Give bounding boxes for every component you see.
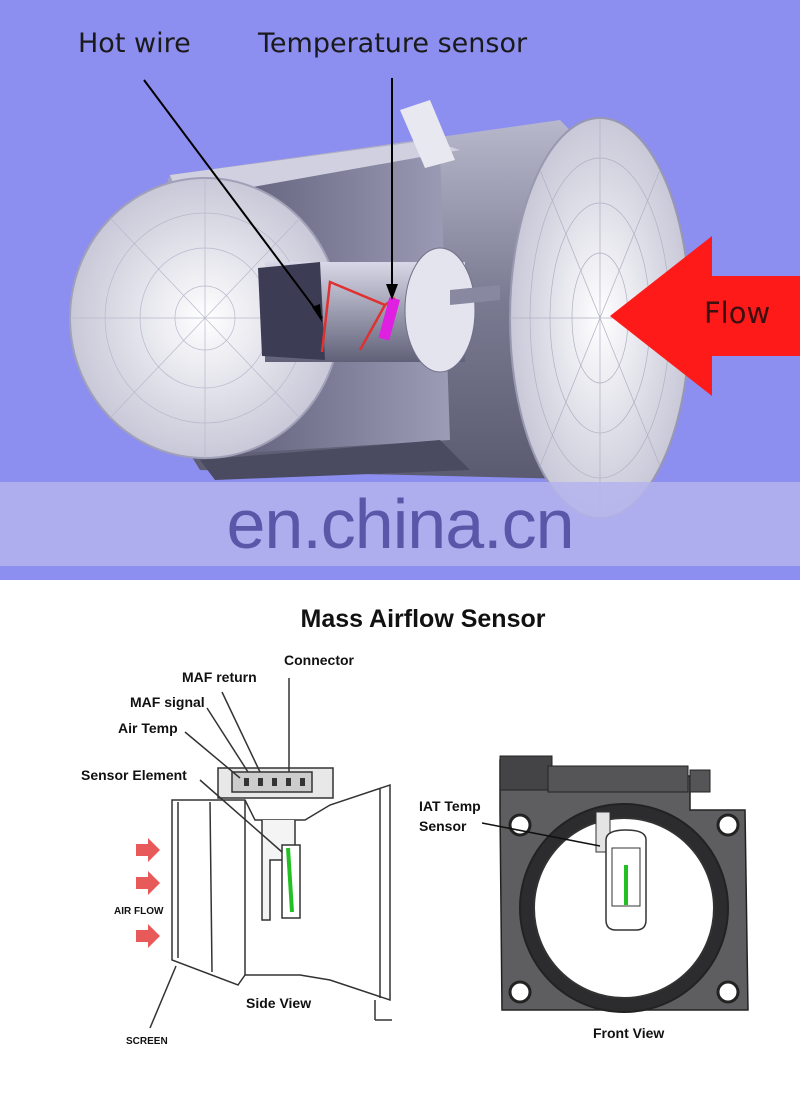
connector-label: Connector [284, 652, 354, 668]
maf-cutaway-illustration: Hot wire Temperature sensor Flow en.chin… [0, 0, 800, 580]
screen-label: SCREEN [126, 1036, 168, 1047]
watermark-text: en.china.cn [226, 485, 574, 563]
air-temp-label: Air Temp [118, 720, 178, 736]
side-view-drawing [149, 678, 392, 1029]
sensor-element-label: Sensor Element [81, 767, 187, 783]
diagram-title: Mass Airflow Sensor [300, 605, 546, 633]
iat-sensor-label: Sensor [419, 818, 467, 834]
hot-wire-leader [143, 79, 323, 319]
flow-label: Flow [704, 296, 771, 330]
maf-line-drawing [136, 678, 749, 1029]
maf-return-label: MAF return [182, 669, 257, 685]
airflow-arrows [136, 838, 160, 948]
watermark-band [0, 482, 800, 566]
maf-signal-label: MAF signal [130, 694, 205, 710]
sensor-bypass-tube [258, 247, 500, 373]
side-view-caption: Side View [246, 995, 312, 1011]
hot-wire-label: Hot wire [78, 28, 191, 59]
temperature-sensor-label: Temperature sensor [258, 28, 528, 59]
front-view-drawing [481, 755, 749, 1013]
maf-cutaway-drawing [0, 0, 800, 580]
hot-wire-arrowhead [312, 304, 322, 322]
iat-temp-label: IAT Temp [419, 798, 481, 814]
air-flow-label: AIR FLOW [114, 906, 164, 917]
flow-arrow [610, 236, 800, 396]
temp-sensor-arrowhead [386, 284, 398, 300]
maf-line-diagram: Mass Airflow Sensor Connector MAF return… [0, 580, 800, 1096]
side-sensor-element-green [286, 847, 294, 913]
temperature-sensor-element [378, 297, 401, 341]
front-view-caption: Front View [593, 1025, 665, 1041]
